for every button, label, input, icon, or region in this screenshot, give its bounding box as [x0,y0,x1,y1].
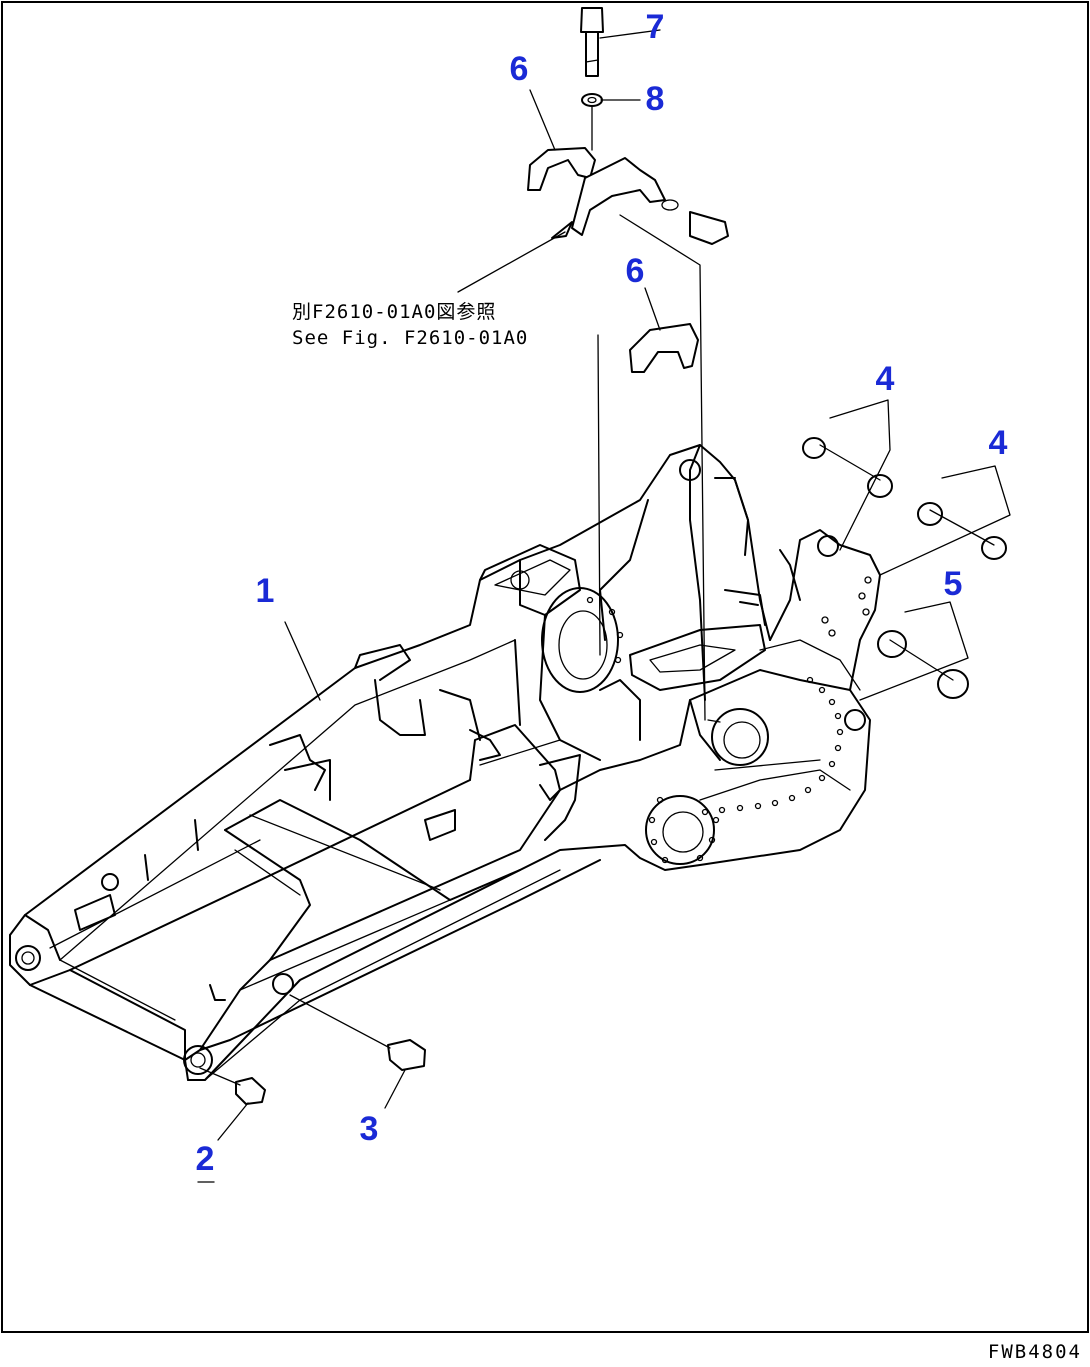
callout-1: 1 [256,572,275,610]
bushing-4-a [802,437,893,498]
bushing-2 [235,1077,266,1105]
track-frame-drawing [9,444,881,1081]
drawing-code: FWB4804 [988,1341,1082,1363]
reference-note-en: See Fig. F2610-01A0 [292,327,528,349]
bolt-7 [580,7,604,77]
cover-bracket-assembly [571,157,729,245]
leader-lines [199,29,1011,1141]
cap-6-lower [629,323,699,373]
cap-6-upper [527,147,596,191]
callout-2: 2 [196,1140,215,1178]
callout-8: 8 [646,80,665,118]
bushing-4-b [917,502,1007,560]
callout-7: 7 [646,8,665,46]
bushing-5 [877,630,969,699]
drawing-frame [1,1,1089,1333]
callout-6-lower: 6 [626,252,645,290]
callout-4-b: 4 [989,424,1008,462]
callout-3: 3 [360,1110,379,1148]
reference-note-jp: 別F2610-01A0図参照 [292,301,496,323]
bushing-3 [387,1039,426,1071]
callout-4-a: 4 [876,360,895,398]
callout-5: 5 [944,565,963,603]
washer-8 [581,93,603,107]
callout-6-upper: 6 [510,50,529,88]
